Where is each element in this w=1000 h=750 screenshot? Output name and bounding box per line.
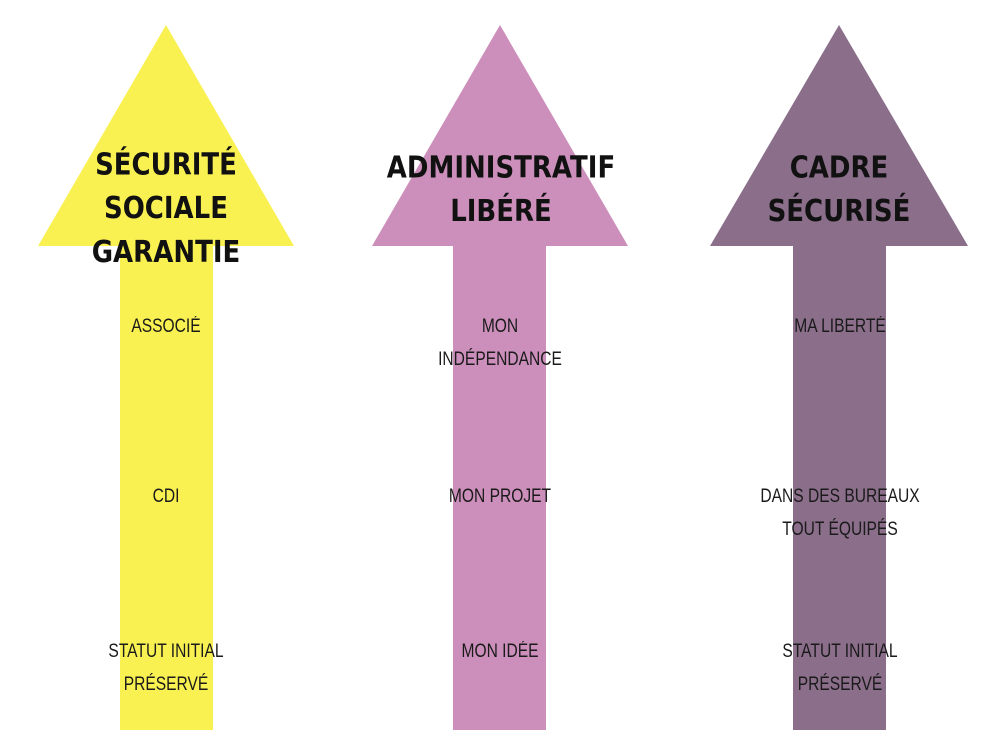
arrow-step-line: tout équipés xyxy=(782,519,898,540)
arrow-step-line: préservé xyxy=(797,674,883,695)
arrow-title-line: Cadre xyxy=(789,150,889,186)
arrow-title-line: Administratif xyxy=(386,150,616,186)
arrow-title-line: garantie xyxy=(91,235,241,270)
arrow-title: Administratif libéré xyxy=(372,146,630,233)
arrow-step-label: Dans des bureaux tout équipés xyxy=(758,480,922,546)
arrow-polygon xyxy=(710,25,968,730)
arrow-step-line: Mon idée xyxy=(461,641,539,662)
arrow-step-line: CDI xyxy=(152,486,180,507)
arrow-title-line: sécurisé xyxy=(767,194,911,230)
arrow-step-label: Mon idée xyxy=(418,635,582,668)
arrow-step-line: Associé xyxy=(131,316,201,337)
arrow-step-label: Mon indépendance xyxy=(418,310,582,376)
arrow-step-line: Statut initial xyxy=(108,641,224,662)
arrow-step-label: Associé xyxy=(84,310,248,343)
arrow-step-label: Statut initial préservé xyxy=(758,635,922,701)
arrow-title: Sécurité sociale garantie xyxy=(30,143,302,274)
arrow-polygon xyxy=(372,25,628,730)
arrow-step-line: Statut initial xyxy=(782,641,898,662)
arrow-step-label: Mon projet xyxy=(418,480,582,513)
arrow-step-label: CDI xyxy=(84,480,248,513)
arrow-step-line: Mon xyxy=(481,316,519,337)
arrow-polygon xyxy=(38,25,294,730)
arrow-step-line: Mon projet xyxy=(448,486,552,507)
arrow-step-label: Ma liberté xyxy=(758,310,922,343)
arrow-step-line: Dans des bureaux xyxy=(760,486,920,507)
arrow-step-line: indépendance xyxy=(438,349,562,370)
arrow-title-line: Sécurité sociale xyxy=(95,148,237,227)
arrow-title-line: libéré xyxy=(450,194,552,230)
arrow-step-line: Ma liberté xyxy=(794,316,886,337)
arrow-step-label: Statut initial préservé xyxy=(84,635,248,701)
arrow-step-line: préservé xyxy=(123,674,209,695)
arrow-title: Cadre sécurisé xyxy=(710,146,968,233)
